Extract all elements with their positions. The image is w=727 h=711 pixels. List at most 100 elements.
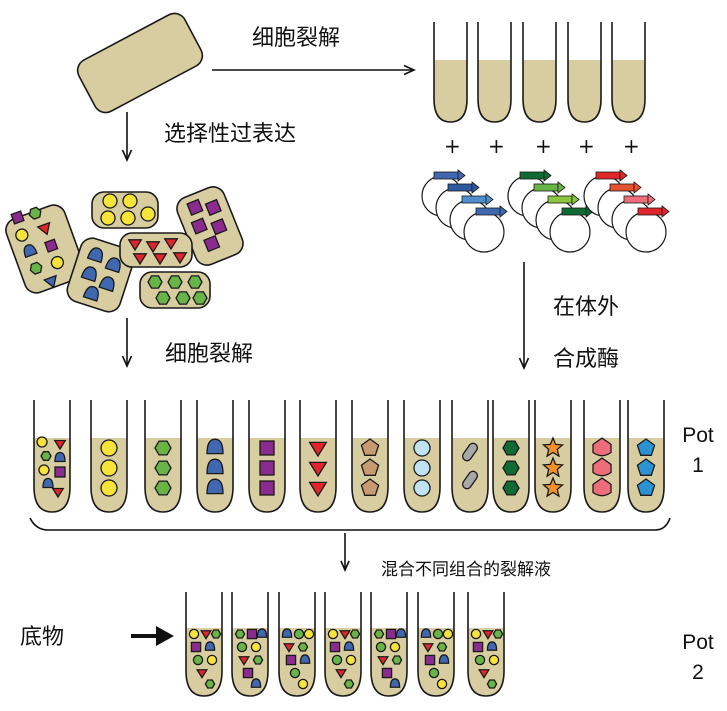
shape-pentagon — [360, 438, 380, 456]
shape-circle — [474, 654, 486, 666]
shape-dome — [206, 458, 224, 475]
substrate-arrow-head — [156, 626, 174, 646]
shape-circle — [192, 654, 204, 666]
shape-circle — [188, 628, 200, 640]
tube-outline — [567, 22, 602, 123]
shape-circle — [436, 678, 448, 690]
shape-hexagon — [436, 642, 448, 652]
shape-circle — [289, 667, 301, 679]
bracket — [29, 517, 671, 531]
shape-dome — [86, 247, 103, 264]
pot1-tube — [403, 400, 441, 513]
shape-square — [285, 654, 297, 666]
plasmid-gene — [447, 183, 473, 192]
shape-square — [10, 210, 25, 225]
shape-triangle — [196, 669, 208, 679]
shape-hexagon — [167, 275, 183, 289]
shape-circle — [36, 436, 48, 448]
shape-pentagon — [636, 438, 656, 456]
shape-circle — [432, 628, 444, 640]
pot1-number: 1 — [692, 454, 704, 477]
plasmid-gene — [561, 207, 587, 216]
shape-triangle — [36, 221, 51, 236]
plasmid-gene — [519, 171, 545, 180]
shape-triangle — [172, 252, 188, 265]
shape-circle — [375, 641, 387, 653]
shape-circle — [102, 193, 118, 209]
tube-lysate — [568, 60, 601, 122]
pot2-label: Pot 2 — [676, 632, 720, 683]
shape-dome — [395, 628, 407, 638]
shape-dome — [23, 244, 38, 259]
pot1-tube — [492, 400, 530, 513]
arrow-overexpression-head — [121, 149, 133, 162]
pot1-tube — [33, 400, 71, 513]
arrow-lysis-left-head — [121, 355, 133, 368]
plasmid-gene — [609, 183, 635, 192]
plasmid-gene-arrow — [471, 181, 480, 194]
shape-triangle — [308, 441, 328, 458]
shape-dome — [204, 641, 216, 651]
shape-hexagon — [154, 460, 172, 476]
tube-outline — [33, 400, 71, 513]
pot1-label: Pot 1 — [676, 425, 720, 476]
tube-lysate — [612, 60, 645, 122]
shape-square — [246, 628, 258, 640]
cell-purple — [176, 186, 244, 266]
shape-square — [259, 480, 275, 496]
cell-red — [119, 232, 193, 268]
pot1-tube — [248, 400, 286, 513]
shape-hexagon — [502, 440, 520, 456]
tube-outline — [278, 592, 316, 697]
substrate-label: 底物 — [20, 625, 65, 650]
shape-square — [259, 440, 275, 456]
plasmid-gene — [595, 171, 621, 180]
shape-hexagon — [187, 275, 203, 289]
shape-circle — [327, 628, 339, 640]
pot1-tube — [583, 400, 621, 513]
tube-lysate — [434, 60, 467, 122]
shape-pentagon — [636, 478, 656, 496]
shape-hexagon — [502, 460, 520, 476]
plasmid-gene-arrow — [633, 181, 642, 194]
plasmid-gene-arrow — [543, 169, 552, 182]
shape-triangle — [238, 656, 250, 666]
shape-square — [329, 641, 341, 653]
shape-dome — [281, 628, 293, 638]
shape-triangle — [53, 439, 67, 451]
shape-hexagon — [155, 291, 171, 305]
plasmid-gene — [547, 195, 573, 204]
arrow-in-vitro-head — [518, 357, 530, 370]
plasmid-gene-arrow — [571, 193, 580, 206]
shape-square — [204, 198, 222, 217]
shape-pentagon — [636, 458, 656, 476]
shape-circle — [15, 228, 29, 242]
shape-triangle — [163, 238, 179, 251]
shape-triangle — [132, 253, 148, 266]
shape-circle — [122, 193, 138, 209]
tube-outline — [611, 22, 646, 123]
plasmid-gene-arrow — [647, 193, 656, 206]
shape-dome — [250, 678, 262, 688]
shape-triangle — [308, 481, 328, 498]
plus-sign: + — [578, 134, 595, 158]
shape-dome — [82, 285, 99, 302]
shape-circle — [413, 439, 431, 457]
pot2-tube — [278, 592, 316, 697]
shape-hexagon — [349, 629, 361, 639]
shape-circle — [236, 641, 248, 653]
shape-square — [381, 667, 393, 679]
shape-triangle — [308, 461, 328, 478]
shape-capsule — [461, 470, 479, 490]
shape-circle — [297, 678, 309, 690]
cell-body — [66, 237, 135, 313]
pot2-tube — [370, 592, 408, 697]
shape-shield — [592, 437, 612, 457]
shape-circle — [100, 459, 118, 477]
shape-circle — [50, 255, 65, 270]
tube-outline — [477, 22, 512, 123]
shape-star — [541, 476, 565, 498]
plasmid-gene-arrow — [499, 205, 508, 218]
pot1-word: Pot — [682, 424, 714, 447]
